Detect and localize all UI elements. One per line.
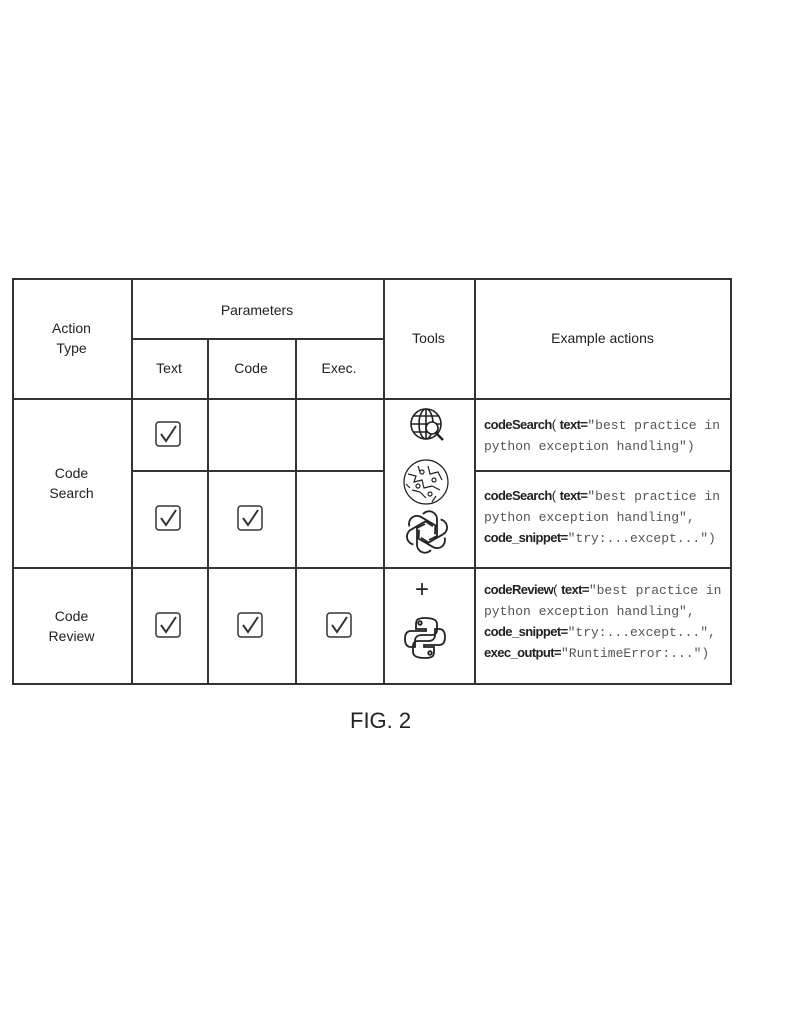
openai-logo-icon <box>405 510 449 554</box>
checkbox-checked-icon <box>326 612 352 638</box>
divider <box>12 567 732 569</box>
keyword: text= <box>561 582 589 597</box>
checkbox-checked-icon <box>237 612 263 638</box>
checkbox-checked-icon <box>155 612 181 638</box>
table-border-right <box>730 278 732 684</box>
header-tools: Tools <box>412 330 445 346</box>
keyword: exec_output= <box>484 645 562 660</box>
argument-value: "best practice in <box>587 418 720 433</box>
divider <box>207 338 209 684</box>
plus-icon: + <box>415 576 430 603</box>
table-border-top <box>12 278 732 280</box>
keyword: text= <box>559 417 588 432</box>
argument-value: python exception handling", <box>484 510 695 525</box>
header-example-actions: Example actions <box>551 330 654 346</box>
example-action-line: codeReview( text="best practice in <box>484 579 721 601</box>
header-parameters: Parameters <box>220 302 294 318</box>
argument-value: "RuntimeError:...") <box>560 646 710 661</box>
checkbox-checked-icon <box>155 421 181 447</box>
header-code: Code <box>234 360 268 376</box>
example-action-line: code_snippet="try:...except...", <box>484 621 716 643</box>
web-search-globe-icon <box>410 408 444 441</box>
checkbox-checked-icon <box>155 505 181 531</box>
example-action-line: exec_output="RuntimeError:...") <box>484 642 709 664</box>
example-action-line: codeSearch( text="best practice in <box>484 414 720 436</box>
keyword: codeSearch <box>484 417 552 432</box>
paren: ( <box>553 582 562 597</box>
paren: ( <box>551 488 560 503</box>
header-text: Text <box>156 360 182 376</box>
checkbox-checked-icon <box>237 505 263 531</box>
example-action-line: python exception handling") <box>484 435 695 457</box>
argument-value: "best practice in <box>587 489 720 504</box>
keyword: text= <box>559 488 588 503</box>
keyword: codeReview <box>484 582 554 597</box>
action-code-search: Code Search <box>49 464 94 501</box>
table-border-bottom <box>12 683 732 685</box>
argument-value: "try:...except...", <box>567 625 716 640</box>
example-action-line: python exception handling", <box>484 506 695 528</box>
argument-value: "best practice in <box>588 583 722 598</box>
keyword: code_snippet= <box>484 530 568 545</box>
divider <box>12 278 14 684</box>
divider <box>12 398 732 400</box>
header-action-type: Action Type <box>52 320 91 356</box>
divider <box>474 470 732 472</box>
divider <box>474 278 476 684</box>
divider <box>295 338 297 684</box>
argument-value: python exception handling", <box>484 604 695 619</box>
argument-value: "try:...except...") <box>567 531 716 546</box>
example-action-line: codeSearch( text="best practice in <box>484 485 720 507</box>
divider <box>131 338 383 340</box>
keyword: code_snippet= <box>484 624 568 639</box>
divider <box>131 278 133 684</box>
divider <box>131 470 383 472</box>
example-action-line: python exception handling", <box>484 600 695 622</box>
wikipedia-globe-icon <box>403 459 449 505</box>
action-code-review: Code Review <box>48 607 95 644</box>
python-logo-icon <box>404 617 446 659</box>
paren: ( <box>551 417 560 432</box>
figure-label: FIG. 2 <box>350 708 412 733</box>
divider <box>383 278 385 684</box>
argument-value: python exception handling") <box>484 439 695 454</box>
example-action-line: code_snippet="try:...except...") <box>484 527 716 549</box>
header-exec: Exec. <box>321 360 357 376</box>
keyword: codeSearch <box>484 488 552 503</box>
